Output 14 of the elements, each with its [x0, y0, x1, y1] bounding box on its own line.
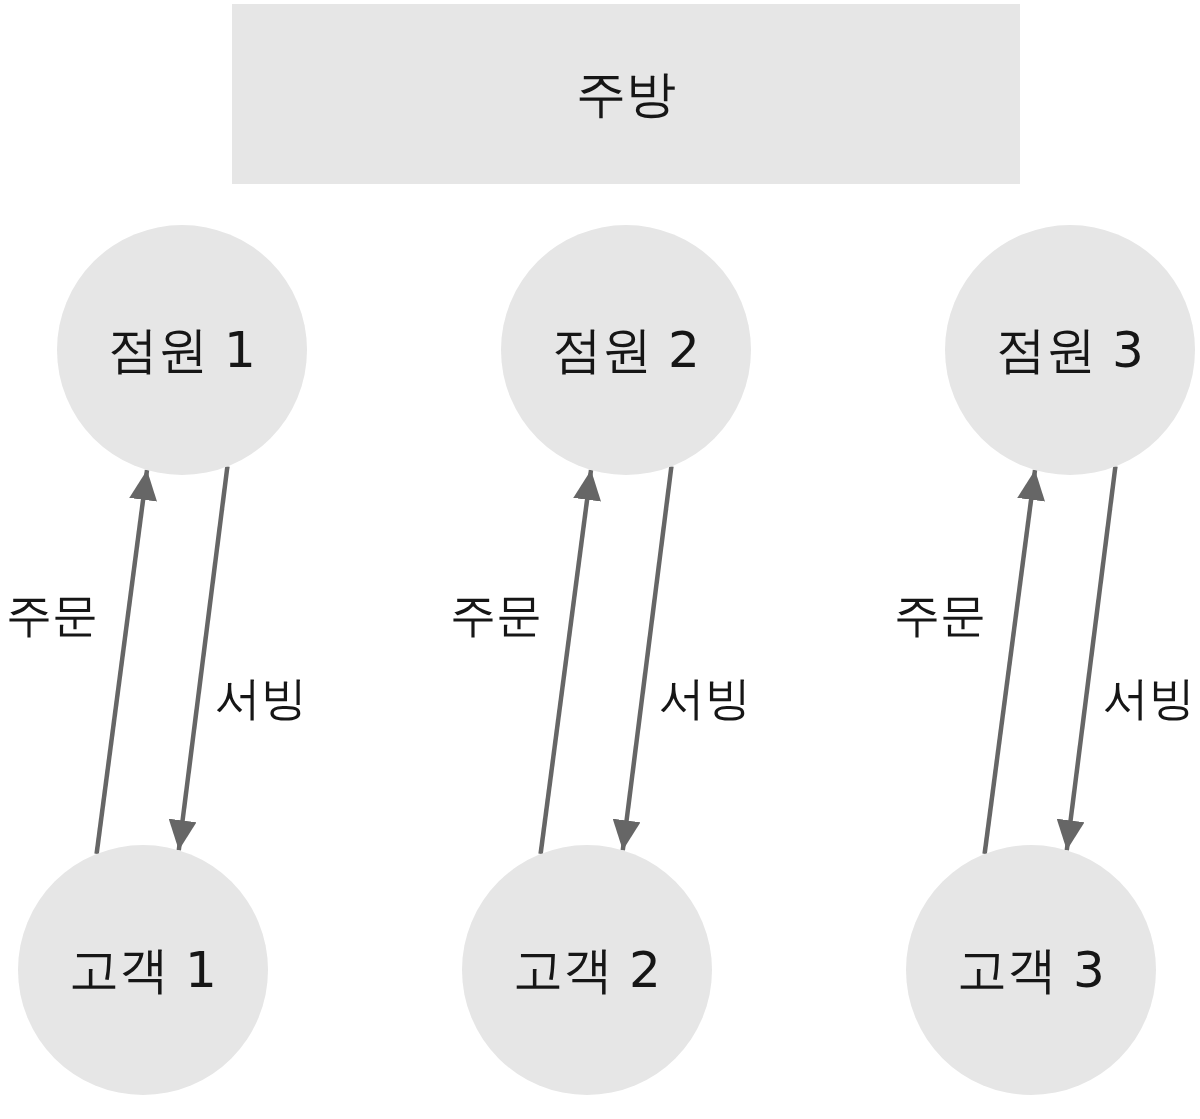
node-label: 고객 1	[69, 942, 217, 998]
arrow	[1056, 466, 1118, 851]
arrow	[538, 469, 601, 855]
node-label: 주방	[576, 66, 676, 122]
node-label: 점원 1	[108, 322, 256, 378]
arrow	[168, 466, 230, 851]
arrow	[94, 469, 157, 855]
header-box	[232, 4, 1020, 184]
node-label: 점원 3	[996, 322, 1144, 378]
arrow	[612, 466, 674, 851]
arrow	[982, 469, 1045, 855]
node-label: 고객 2	[513, 942, 661, 998]
node-label: 점원 2	[552, 322, 700, 378]
node-label: 고객 3	[957, 942, 1105, 998]
